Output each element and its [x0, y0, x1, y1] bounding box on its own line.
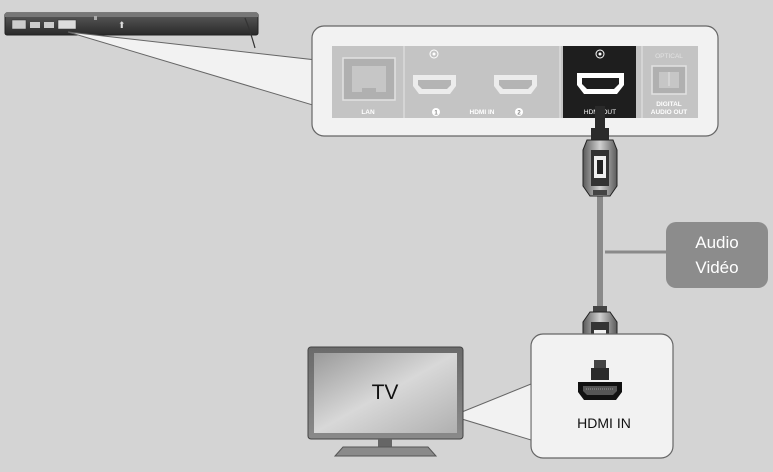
lan-port: [342, 57, 396, 101]
port-2-badge: [515, 108, 523, 116]
hdmi-plug-tip: [591, 360, 609, 380]
tv-label: TV: [372, 381, 399, 404]
tv-icon: [307, 346, 464, 457]
optical-label: OPTICAL: [655, 53, 683, 60]
hdmi-in-port-2: [494, 75, 537, 94]
hdmi-cable: [595, 106, 666, 311]
tv-hdmi-in-label: HDMI IN: [577, 415, 631, 431]
hdmi-plug-icon: [582, 128, 618, 197]
digital-audio-out-label-2: AUDIO OUT: [651, 109, 688, 116]
hdmi-port-icon: [578, 382, 622, 400]
hdmi-in-label: HDMI IN: [470, 109, 495, 116]
digital-audio-out-label-1: DIGITAL: [656, 101, 682, 108]
port-1-badge: [432, 108, 440, 116]
panel-callout-wedge: [67, 31, 317, 107]
svg-text:⬆: ⬆: [118, 20, 126, 30]
hdmi-in-port-2-number: 2: [517, 111, 521, 117]
hdmi-in-port-1: [413, 75, 456, 94]
rear-panel-callout: LAN 1 HDMI IN 2 HDMI OUT OPTICAL: [311, 25, 719, 137]
optical-port: [651, 65, 687, 95]
lan-label: LAN: [361, 109, 375, 116]
tv-port-callout: [450, 333, 674, 459]
signal-tag-audio: Audio: [695, 233, 738, 252]
signal-tag-video: Vidéo: [695, 258, 738, 277]
hdmi-in-port-1-number: 1: [434, 111, 438, 117]
player-icon: ⬆: [4, 12, 259, 49]
arc-indicator-icon: [429, 49, 439, 59]
signal-tag: [666, 222, 768, 288]
